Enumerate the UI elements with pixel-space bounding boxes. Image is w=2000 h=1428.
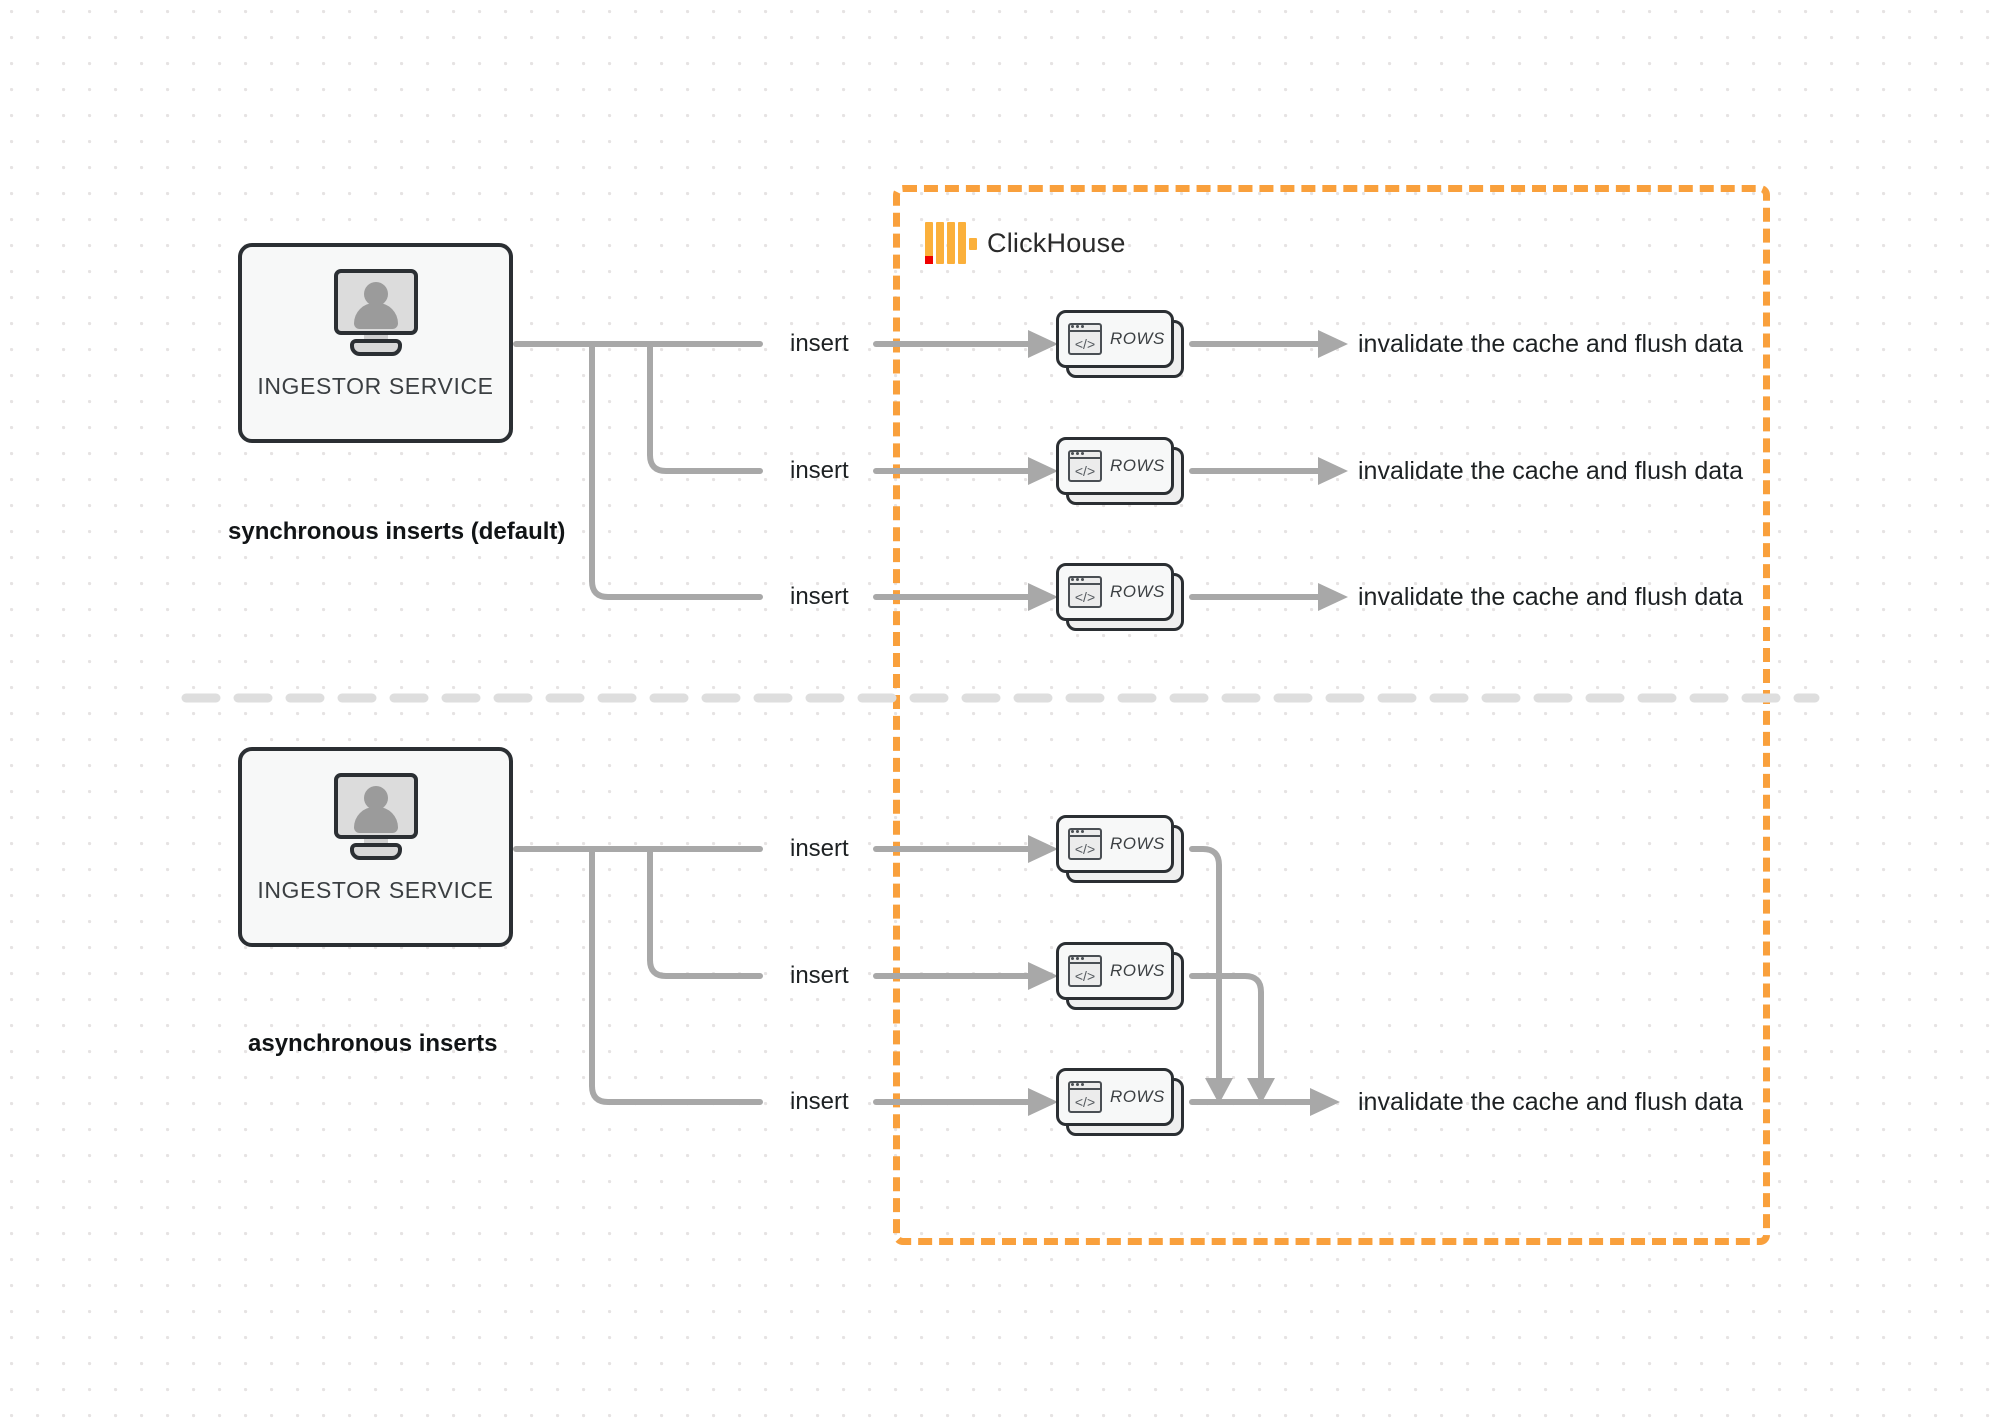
sync-branch-3 xyxy=(589,341,763,600)
edge-label-insert-sync-2: insert xyxy=(790,457,849,484)
ingestor-service-sync-label: INGESTOR SERVICE xyxy=(257,373,494,399)
rows-label-async-2: ROWS xyxy=(1110,961,1165,980)
ingestor-service-async[interactable]: INGESTOR SERVICE xyxy=(238,747,513,947)
clickhouse-logo-icon xyxy=(925,222,977,264)
sink-label-sync-1: invalidate the cache and flush data xyxy=(1358,330,1743,358)
rows-label-async-3: ROWS xyxy=(1110,1087,1165,1106)
edge-label-insert-async-2: insert xyxy=(790,962,849,989)
code-window-icon: </> xyxy=(1068,955,1102,987)
caption-async: asynchronous inserts xyxy=(248,1030,498,1057)
edge-label-insert-async-1: insert xyxy=(790,835,849,862)
sink-label-sync-3: invalidate the cache and flush data xyxy=(1358,583,1743,611)
clickhouse-boundary xyxy=(893,185,1770,1245)
edge-label-insert-async-3: insert xyxy=(790,1088,849,1115)
edge-label-insert-sync-1: insert xyxy=(790,330,849,357)
sync-branch-2 xyxy=(647,341,763,474)
rows-label-sync-3: ROWS xyxy=(1110,582,1165,601)
code-window-icon: </> xyxy=(1068,1081,1102,1113)
rows-card-sync-1[interactable]: </> ROWS xyxy=(1056,310,1184,378)
monitor-user-icon xyxy=(328,773,424,861)
ingestor-service-sync[interactable]: INGESTOR SERVICE xyxy=(238,243,513,443)
rows-card-async-1[interactable]: </> ROWS xyxy=(1056,815,1184,883)
code-window-icon: </> xyxy=(1068,576,1102,608)
ingestor-service-async-label: INGESTOR SERVICE xyxy=(257,877,494,903)
async-branch-3 xyxy=(589,846,763,1105)
rows-card-async-2[interactable]: </> ROWS xyxy=(1056,942,1184,1010)
code-window-icon: </> xyxy=(1068,450,1102,482)
edge-label-insert-sync-3: insert xyxy=(790,583,849,610)
rows-card-sync-2[interactable]: </> ROWS xyxy=(1056,437,1184,505)
clickhouse-label: ClickHouse xyxy=(987,227,1126,258)
async-branch-2 xyxy=(647,846,763,979)
caption-sync: synchronous inserts (default) xyxy=(228,518,566,545)
rows-card-async-3[interactable]: </> ROWS xyxy=(1056,1068,1184,1136)
code-window-icon: </> xyxy=(1068,323,1102,355)
monitor-user-icon xyxy=(328,269,424,357)
clickhouse-header: ClickHouse xyxy=(925,222,1126,264)
sink-label-async: invalidate the cache and flush data xyxy=(1358,1088,1743,1116)
rows-label-sync-1: ROWS xyxy=(1110,329,1165,348)
rows-label-async-1: ROWS xyxy=(1110,834,1165,853)
rows-label-sync-2: ROWS xyxy=(1110,456,1165,475)
code-window-icon: </> xyxy=(1068,828,1102,860)
sink-label-sync-2: invalidate the cache and flush data xyxy=(1358,457,1743,485)
rows-card-sync-3[interactable]: </> ROWS xyxy=(1056,563,1184,631)
